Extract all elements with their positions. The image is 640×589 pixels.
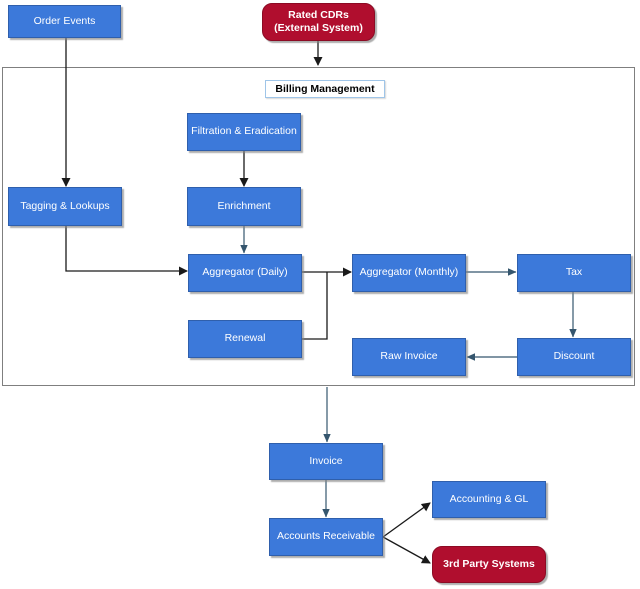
node-raw-invoice: Raw Invoice	[352, 338, 466, 376]
node-accounts-receivable: Accounts Receivable	[269, 518, 383, 556]
node-enrichment: Enrichment	[187, 187, 301, 226]
node-rated-cdrs-line1: Rated CDRs	[288, 8, 349, 21]
connector-accounts-receivable-to-third-party	[382, 536, 431, 564]
node-third-party-systems: 3rd Party Systems	[432, 546, 546, 583]
billing-management-group-box	[2, 67, 635, 386]
node-rated-cdrs-external: Rated CDRs (External System)	[262, 3, 375, 41]
node-aggregator-monthly: Aggregator (Monthly)	[352, 254, 466, 292]
node-accounting-gl: Accounting & GL	[432, 481, 546, 518]
node-order-events: Order Events	[8, 5, 121, 38]
node-tagging-lookups: Tagging & Lookups	[8, 187, 122, 226]
connector-renewal-branch	[302, 272, 328, 340]
node-filtration-eradication: Filtration & Eradication	[187, 113, 301, 151]
connector-accounts-receivable-to-accounting-gl	[382, 502, 431, 538]
node-renewal: Renewal	[188, 320, 302, 358]
node-discount: Discount	[517, 338, 631, 376]
node-invoice: Invoice	[269, 443, 383, 480]
node-rated-cdrs-line2: (External System)	[274, 22, 363, 34]
node-aggregator-daily: Aggregator (Daily)	[188, 254, 302, 292]
billing-management-group-label: Billing Management	[265, 80, 385, 98]
node-tax: Tax	[517, 254, 631, 292]
connector-tagging-to-aggregator-daily	[65, 226, 188, 276]
